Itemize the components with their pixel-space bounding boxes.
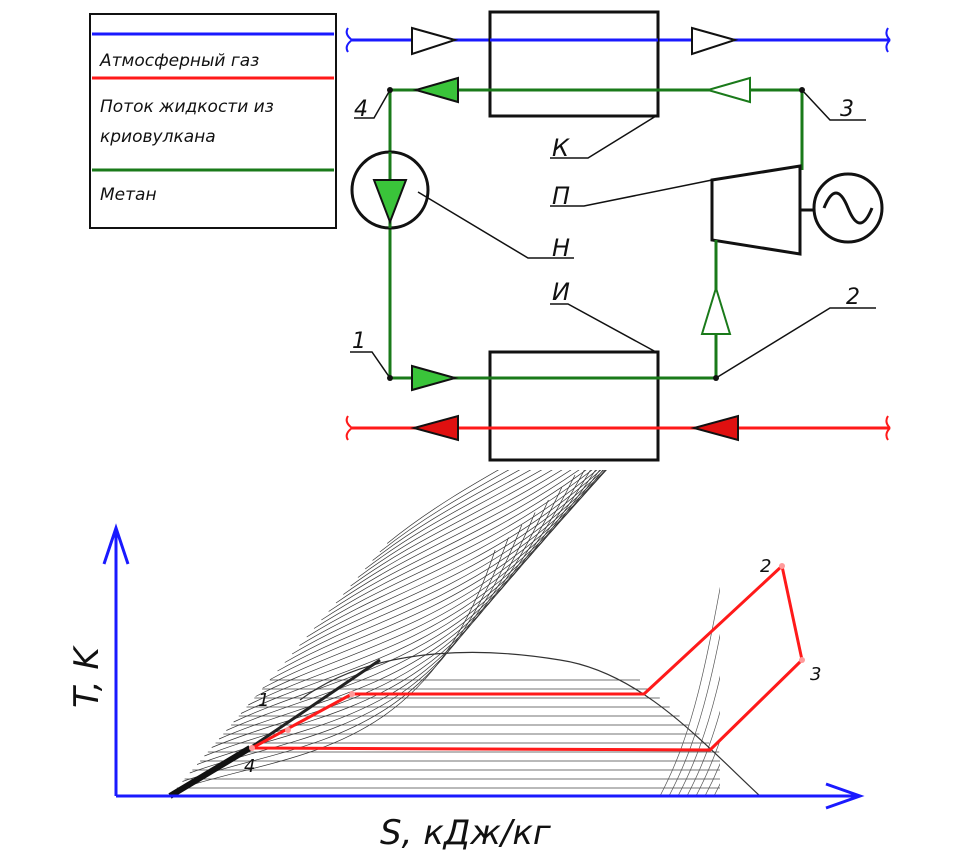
cycle-point-marker <box>349 691 355 697</box>
leader-k <box>550 115 657 159</box>
component-label-i: И <box>552 278 570 306</box>
isobar-curve <box>299 470 602 646</box>
point-label-1: 1 <box>352 329 366 354</box>
cycle-point-marker <box>799 657 805 663</box>
isobar-curve <box>313 470 593 629</box>
isobar-curve <box>677 675 720 797</box>
isobar-curve <box>255 470 604 697</box>
ts-diagram: T, K S, кДж/кг 1 2 3 4 <box>67 470 865 853</box>
isobar-curve <box>741 480 821 796</box>
isobar-curve <box>695 739 720 797</box>
methane-arrow-icon <box>700 284 732 335</box>
atmosphere-arrow-icon <box>411 26 459 56</box>
atmosphere-outlet-squiggle <box>885 27 891 53</box>
y-axis-label: T, K <box>67 645 107 708</box>
isobar-curve <box>189 524 523 774</box>
legend-frame <box>89 13 337 229</box>
component-label-p: П <box>552 182 570 210</box>
legend: Атмосферный газ Поток жидкости из криову… <box>89 13 337 229</box>
dome-vapor-line <box>299 651 761 797</box>
isobar-curve <box>365 470 532 570</box>
isobar-curve <box>328 470 580 612</box>
liquid-arrow-icon <box>410 414 459 442</box>
component-label-n: Н <box>552 234 570 262</box>
legend-label-methane: Метан <box>100 185 157 205</box>
liquid-arrow-icon <box>690 414 739 442</box>
atmosphere-inlet-squiggle <box>345 27 353 53</box>
isobar-curve <box>343 470 563 595</box>
cycle-point-label-2: 2 <box>760 556 771 577</box>
leader-i <box>550 303 657 353</box>
leader-point-1 <box>350 351 391 379</box>
isobar-curve <box>759 480 839 796</box>
isobar-curve <box>668 633 720 797</box>
isobar-curve <box>659 586 720 797</box>
dome-liquid-line <box>249 658 381 750</box>
point-label-4: 4 <box>354 97 368 122</box>
turbine <box>710 164 802 256</box>
leader-n <box>417 191 574 259</box>
isobar-curve <box>704 763 720 797</box>
evaporator-box <box>488 350 660 462</box>
cycle-point-label-3: 3 <box>810 664 821 685</box>
isobar-curve <box>386 470 499 544</box>
leader-point-4 <box>354 89 391 119</box>
cycle-point-label-4: 4 <box>244 756 255 777</box>
isobar-curve <box>379 470 510 553</box>
cycle-path <box>249 563 805 752</box>
leader-point-2 <box>715 307 876 379</box>
isobar-curve <box>732 480 812 796</box>
isobar-curve <box>306 470 598 638</box>
isobar-curve <box>226 470 585 731</box>
isobar-curve <box>175 549 496 791</box>
point-label-3: 3 <box>840 97 854 122</box>
isobar-curve <box>372 470 521 561</box>
leader-p <box>550 179 713 207</box>
cycle-point-label-1: 1 <box>258 690 269 711</box>
cycle-point-marker <box>779 563 785 569</box>
legend-label-liquid-line2: криовулкана <box>100 127 216 147</box>
methane-arrow-icon <box>411 364 459 392</box>
y-axis-arrow-icon <box>102 523 130 565</box>
methane-arrow-icon <box>412 76 459 104</box>
cycle-point-marker <box>249 745 255 751</box>
isobar-curve <box>204 499 549 757</box>
pump-arrow-icon <box>372 179 408 225</box>
isobar-curve <box>270 470 607 680</box>
liquid-inlet-squiggle <box>885 415 891 441</box>
isobar-curve <box>291 470 605 655</box>
isobar-curve <box>321 470 587 621</box>
isobar-curve <box>182 537 509 782</box>
generator-sine-icon <box>822 191 874 225</box>
isobar-curve <box>277 470 607 672</box>
condenser-box <box>488 10 660 118</box>
isobar-curve <box>357 470 543 578</box>
cycle-point-marker <box>285 727 291 733</box>
legend-label-atmosphere: Атмосферный газ <box>99 51 259 71</box>
isobar-curve <box>713 783 720 797</box>
isobar-curve <box>723 480 803 796</box>
atmosphere-arrow-icon <box>691 26 739 56</box>
saturation-dome <box>168 651 761 799</box>
isobar-curve <box>750 480 830 796</box>
liquid-outlet-squiggle <box>345 415 353 441</box>
component-label-k: К <box>552 134 570 162</box>
isobar-curve <box>686 710 720 797</box>
dome-liquid-line <box>168 745 252 799</box>
isobar-curve <box>240 470 596 714</box>
isobar-curve <box>350 470 553 587</box>
isobar-curve <box>335 470 572 604</box>
leader-point-3 <box>801 89 866 121</box>
isobar-lines <box>175 470 839 797</box>
methane-arrow-icon <box>704 76 751 104</box>
x-axis-arrow-icon <box>825 782 865 810</box>
point-label-2: 2 <box>846 285 860 310</box>
isobar-curve <box>218 474 576 740</box>
legend-label-liquid-line1: Поток жидкости из <box>100 97 274 117</box>
isobar-curve <box>284 470 606 663</box>
cycle-loop <box>250 564 804 752</box>
x-axis-label: S, кДж/кг <box>380 813 552 853</box>
cycle-scheme: 4 3 1 2 К П Н И <box>345 10 891 462</box>
